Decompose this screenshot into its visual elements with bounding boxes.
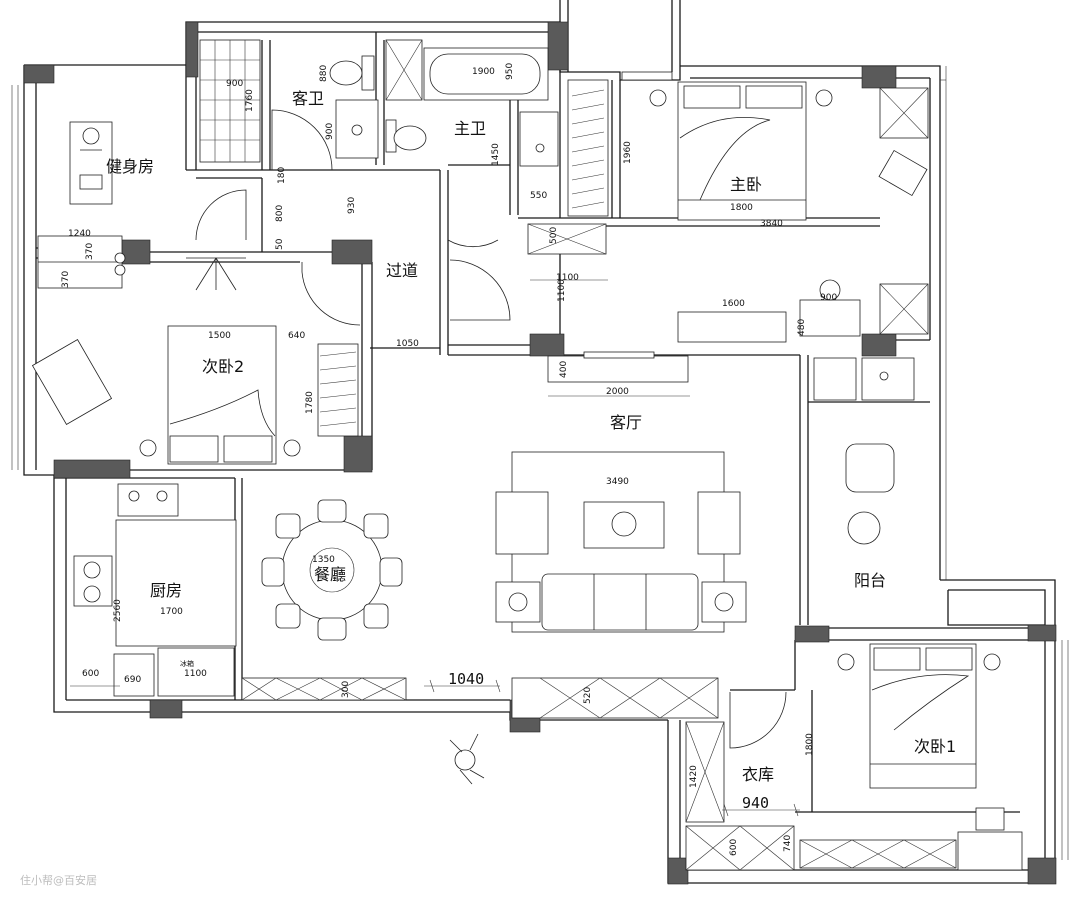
dim-1100b: 1100	[557, 279, 567, 302]
dim-1350: 1350	[312, 555, 335, 565]
dim-1040: 1040	[448, 670, 484, 688]
room-label-master-bed: 主卧	[730, 175, 762, 194]
dim-3840: 3840	[760, 219, 783, 229]
dim-690: 690	[124, 675, 141, 685]
room-label-master-bath: 主卫	[454, 119, 486, 138]
dim-300: 300	[341, 681, 351, 698]
fridge-label: 冰箱	[180, 659, 194, 668]
doors	[186, 109, 787, 749]
room-label-closet: 衣库	[742, 765, 774, 784]
structural-columns	[23, 21, 1057, 885]
room-label-bed2: 次卧2	[202, 357, 244, 376]
room-label-kitchen: 厨房	[150, 581, 182, 600]
dim-2560: 2560	[113, 599, 123, 622]
dim-900c: 900	[820, 293, 837, 303]
dim-370b: 370	[61, 271, 71, 288]
dim-800: 800	[275, 205, 285, 222]
watermark: 住小帮@百安居	[20, 873, 97, 887]
dimension-lines	[70, 279, 800, 817]
interior-walls	[36, 32, 1045, 870]
dim-640: 640	[288, 331, 305, 341]
dim-1960: 1960	[623, 141, 633, 164]
room-label-guest-bath: 客卫	[292, 89, 324, 108]
furniture	[31, 39, 1023, 871]
dim-900b: 900	[325, 123, 335, 140]
dim-1450: 1450	[491, 143, 501, 166]
dim-550: 550	[530, 191, 547, 201]
dim-1700: 1700	[160, 607, 183, 617]
dim-2000: 2000	[606, 387, 629, 397]
room-label-balcony: 阳台	[854, 571, 886, 590]
dim-1760: 1760	[245, 89, 255, 112]
dim-900a: 900	[226, 79, 243, 89]
dim-600: 600	[82, 669, 99, 679]
dim-880: 880	[319, 65, 329, 82]
dim-1500: 1500	[208, 331, 231, 341]
dim-1420: 1420	[689, 765, 699, 788]
dim-940: 940	[742, 794, 769, 812]
dim-740: 740	[783, 835, 793, 852]
dim-1800a: 1800	[730, 203, 753, 213]
room-label-living: 客厅	[610, 413, 642, 432]
dim-1800b: 1800	[805, 733, 815, 756]
dim-400: 400	[559, 361, 569, 378]
dim-1600: 1600	[722, 299, 745, 309]
dim-1100c: 1100	[184, 669, 207, 679]
room-label-gym: 健身房	[106, 157, 154, 176]
dim-520: 520	[583, 687, 593, 704]
room-labels: 健身房 客卫 主卫 主卧 过道 次卧2 客厅 厨房 餐廳 阳台 次卧1 衣库	[106, 89, 956, 784]
dim-1050: 1050	[396, 339, 419, 349]
dim-930: 930	[347, 197, 357, 214]
dim-3490: 3490	[606, 477, 629, 487]
dim-1780: 1780	[305, 391, 315, 414]
room-label-corridor: 过道	[386, 261, 418, 280]
dim-950: 950	[505, 63, 515, 80]
dim-50: 50	[275, 238, 285, 250]
dimension-labels: 1900 950 880 900 1760 900 1450 550 1960 …	[61, 63, 837, 856]
dim-600b: 600	[729, 839, 739, 856]
dim-500: 500	[549, 227, 559, 244]
dim-1100a: 1100	[556, 273, 579, 283]
windows	[11, 66, 1069, 860]
dim-480: 480	[797, 319, 807, 336]
room-label-bed1: 次卧1	[914, 737, 956, 756]
dim-1240: 1240	[68, 229, 91, 239]
room-label-dining: 餐廳	[314, 565, 346, 584]
dim-180: 180	[277, 167, 287, 184]
dim-1900: 1900	[472, 67, 495, 77]
dim-370a: 370	[85, 243, 95, 260]
